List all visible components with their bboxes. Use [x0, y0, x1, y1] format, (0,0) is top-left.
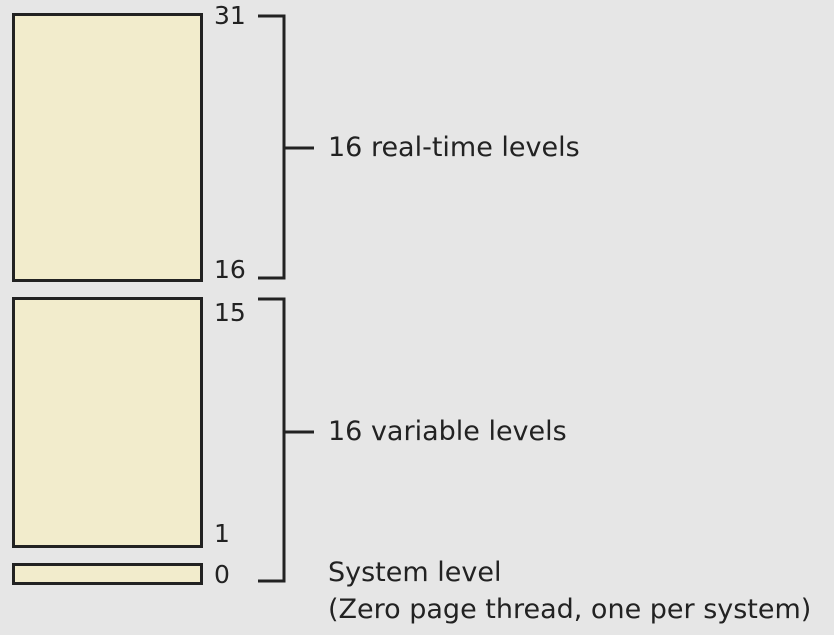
level-31-label: 31 — [214, 1, 246, 30]
system-level-box — [12, 563, 203, 585]
level-1-label: 1 — [214, 519, 230, 548]
level-15-label: 15 — [214, 298, 246, 327]
variable-levels-label: 16 variable levels — [328, 416, 567, 447]
system-level-label: System level — [328, 557, 502, 588]
real-time-bracket — [258, 14, 286, 280]
variable-levels-box — [12, 297, 203, 548]
system-level-description: (Zero page thread, one per system) — [328, 594, 812, 625]
level-0-label: 0 — [214, 560, 230, 589]
real-time-levels-box — [12, 13, 203, 282]
level-16-label: 16 — [214, 255, 246, 284]
variable-bracket — [258, 297, 286, 583]
real-time-levels-label: 16 real-time levels — [328, 132, 580, 163]
